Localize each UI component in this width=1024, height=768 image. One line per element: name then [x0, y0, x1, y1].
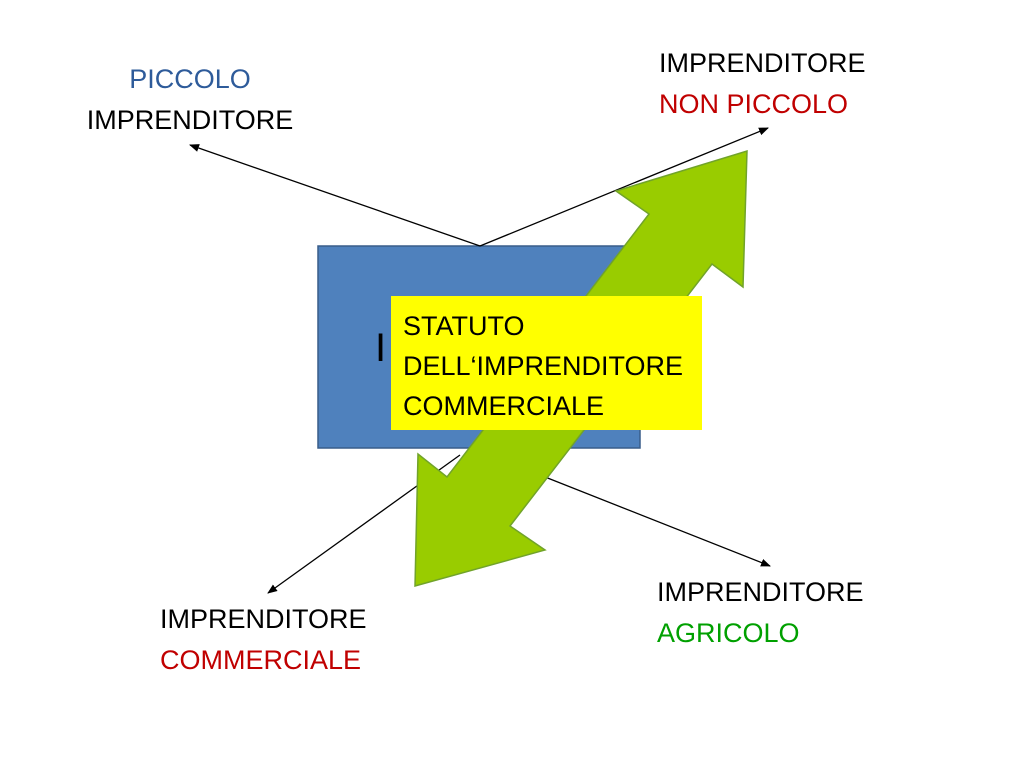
- label-non-piccolo-line-2: NON PICCOLO: [659, 89, 849, 119]
- label-agricolo-line-2: AGRICOLO: [657, 618, 800, 648]
- statuto-line-3: COMMERCIALE: [403, 391, 605, 421]
- label-piccolo-imprenditore: PICCOLO IMPRENDITORE: [82, 59, 298, 141]
- label-imprenditore-commerciale: IMPRENDITORE COMMERCIALE: [160, 599, 367, 681]
- label-agricolo-line-1: IMPRENDITORE: [657, 577, 864, 607]
- statuto-line-1: STATUTO: [403, 311, 525, 341]
- label-piccolo-line-2: IMPRENDITORE: [86, 105, 294, 135]
- label-commerciale-line-2: COMMERCIALE: [160, 645, 362, 675]
- label-non-piccolo-line-1: IMPRENDITORE: [659, 48, 866, 78]
- arrow-to-agricolo: [539, 474, 771, 567]
- label-piccolo-line-1: PICCOLO: [129, 64, 251, 94]
- central-box-label: I: [375, 326, 387, 370]
- label-imprenditore-non-piccolo: IMPRENDITORE NON PICCOLO: [659, 43, 866, 125]
- statuto-box: STATUTO DELL‘IMPRENDITORE COMMERCIALE: [391, 296, 702, 430]
- arrow-to-piccolo: [189, 144, 481, 247]
- label-commerciale-line-1: IMPRENDITORE: [160, 604, 367, 634]
- statuto-line-2: DELL‘IMPRENDITORE: [403, 351, 684, 381]
- label-imprenditore-agricolo: IMPRENDITORE AGRICOLO: [657, 572, 864, 654]
- arrow-to-non-piccolo: [479, 127, 769, 247]
